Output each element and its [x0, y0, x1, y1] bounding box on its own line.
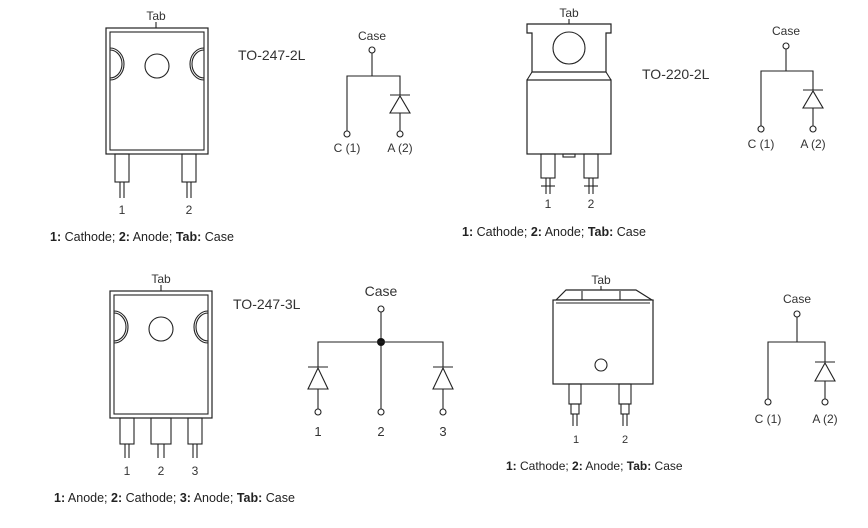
case-label: Case: [772, 24, 800, 38]
package-body: [105, 27, 209, 155]
terminal: [821, 398, 829, 406]
pin-label: 1: [573, 434, 579, 446]
terminal-label: A (2): [387, 141, 412, 155]
pinout-caption: 1: Cathode; 2: Anode; Tab: Case: [50, 230, 234, 244]
case-terminal: [782, 42, 790, 50]
notch-left: [113, 312, 127, 342]
tab-plate: [526, 23, 612, 73]
terminal-label: C (1): [755, 412, 782, 426]
symbol-to247-2l: Case C (1) A (2): [334, 29, 413, 155]
terminal: [377, 408, 385, 416]
package-name: TO-247-2L: [238, 47, 306, 63]
lead-1: [114, 153, 130, 183]
terminal-label: 3: [439, 424, 446, 439]
lead-1: [540, 153, 556, 179]
symbol-d2pak: Case C (1) A (2): [755, 292, 838, 426]
lead-2: [150, 417, 172, 445]
pin-label: 2: [186, 203, 193, 217]
terminal: [757, 125, 765, 133]
notch-left: [109, 49, 123, 79]
diode-symbol: [307, 366, 329, 390]
case-label: Case: [358, 29, 386, 43]
terminal: [396, 130, 404, 138]
pinout-caption: 1: Anode; 2: Cathode; 3: Anode; Tab: Cas…: [54, 491, 295, 505]
pin-label: 3: [192, 464, 199, 478]
tab-label: Tab: [151, 272, 171, 286]
package-to220-2l: Tab 1 2 TO-220-2L: [526, 6, 710, 211]
lead-3: [187, 417, 203, 445]
package-to247-2l: Tab 1 2 TO-247-2L: [105, 9, 306, 217]
terminal: [809, 125, 817, 133]
package-body: [109, 290, 213, 419]
terminal: [764, 398, 772, 406]
tab-plate: [554, 289, 655, 301]
terminal: [439, 408, 447, 416]
pinout-caption: 1: Cathode; 2: Anode; Tab: Case: [506, 459, 683, 473]
terminal-label: 1: [314, 424, 321, 439]
notch-right: [195, 312, 209, 342]
diode-symbol: [814, 361, 836, 382]
package-d2pak: Tab 1 2: [552, 273, 655, 446]
pin-label: 2: [588, 197, 595, 211]
pin-label: 1: [124, 464, 131, 478]
pin-label: 2: [622, 434, 628, 446]
case-terminal: [793, 310, 801, 318]
package-name: TO-247-3L: [233, 296, 301, 312]
lead-2: [618, 383, 632, 405]
mounting-hole: [552, 31, 586, 65]
notch-right: [191, 49, 205, 79]
terminal-label: C (1): [334, 141, 361, 155]
terminal-label: C (1): [748, 137, 775, 151]
terminal-label: A (2): [800, 137, 825, 151]
case-label: Case: [783, 292, 811, 306]
terminal-label: 2: [377, 424, 384, 439]
lead-2: [583, 153, 599, 179]
mounting-hole: [144, 53, 170, 79]
terminal: [343, 130, 351, 138]
mounting-hole: [148, 316, 174, 342]
package-to247-3l: Tab 1 2 3 TO-247-3L: [109, 272, 301, 478]
tab-label: Tab: [559, 6, 579, 20]
diode-symbol: [802, 89, 824, 109]
case-label: Case: [365, 283, 398, 299]
lead-1: [119, 417, 135, 445]
pin-label: 1: [545, 197, 552, 211]
package-name: TO-220-2L: [642, 66, 710, 82]
symbol-to220-2l: Case C (1) A (2): [748, 24, 826, 151]
pinout-caption: 1: Cathode; 2: Anode; Tab: Case: [462, 225, 646, 239]
lead-2: [181, 153, 197, 183]
tab-label: Tab: [591, 273, 611, 287]
tab-label: Tab: [146, 9, 166, 23]
terminal-label: A (2): [812, 412, 837, 426]
package-body: [552, 299, 654, 385]
mounting-hole: [594, 358, 608, 372]
case-terminal: [368, 46, 376, 54]
diode-symbol: [389, 94, 411, 114]
case-terminal: [377, 305, 385, 313]
pin-label: 2: [158, 464, 165, 478]
lead-1: [568, 383, 582, 405]
symbol-to247-3l: Case 1 2 3: [307, 283, 454, 439]
terminal: [314, 408, 322, 416]
package-body: [526, 79, 612, 155]
pin-label: 1: [119, 203, 126, 217]
diode-symbol: [432, 366, 454, 390]
